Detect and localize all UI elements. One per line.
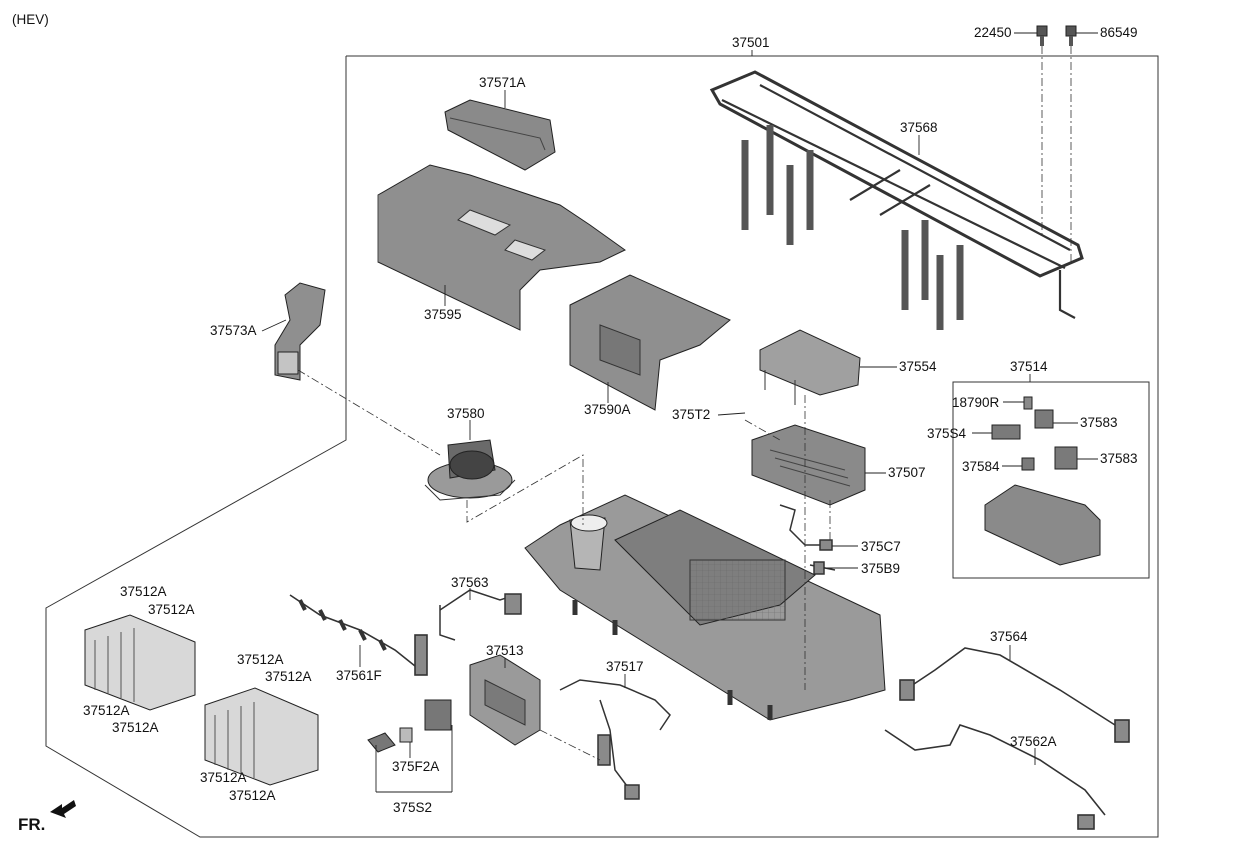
harness-37562A[interactable]	[884, 724, 1106, 830]
bolts[interactable]	[1036, 25, 1077, 46]
fuse-and-connector[interactable]	[367, 699, 452, 753]
callout-37583-upper[interactable]: 37583	[1080, 415, 1118, 430]
callout-37512A-5[interactable]: 37512A	[83, 703, 130, 718]
cooling-fan[interactable]	[424, 439, 516, 501]
callout-37595[interactable]: 37595	[424, 307, 462, 322]
leader-lines	[261, 32, 1098, 793]
battery-management-module[interactable]	[751, 424, 866, 506]
callout-37512A-2[interactable]: 37512A	[148, 602, 195, 617]
callout-37571A[interactable]: 37571A	[479, 75, 526, 90]
callout-37514[interactable]: 37514	[1010, 359, 1048, 374]
front-direction-label: FR.	[18, 815, 46, 834]
assembly-boundary	[45, 55, 1159, 838]
rear-heat-shield[interactable]	[569, 274, 731, 411]
callout-37561F[interactable]: 37561F	[336, 668, 382, 683]
callout-22450[interactable]: 22450	[974, 25, 1012, 40]
callout-375S4[interactable]: 375S4	[927, 426, 967, 441]
harness-37517[interactable]	[559, 679, 671, 800]
callout-375S2[interactable]: 375S2	[393, 800, 433, 815]
callout-18790R[interactable]: 18790R	[952, 395, 1000, 410]
callout-37512A-7[interactable]: 37512A	[200, 770, 247, 785]
callout-37584[interactable]: 37584	[962, 459, 1000, 474]
variant-label: (HEV)	[12, 12, 49, 27]
callout-37554[interactable]: 37554	[899, 359, 937, 374]
bms-cables[interactable]	[779, 504, 836, 575]
relay-parts[interactable]	[984, 396, 1101, 566]
callout-37580[interactable]: 37580	[447, 406, 485, 421]
cell-module-group-1[interactable]	[84, 614, 196, 711]
battery-tray-assembly[interactable]	[524, 494, 886, 721]
callout-375T2[interactable]: 375T2	[672, 407, 711, 422]
callout-86549[interactable]: 86549	[1100, 25, 1138, 40]
callout-37590A[interactable]: 37590A	[584, 402, 631, 417]
callout-37512A-3[interactable]: 37512A	[237, 652, 284, 667]
harness-37563[interactable]	[439, 589, 522, 641]
bms-bracket[interactable]	[759, 329, 861, 405]
front-arrow-icon	[50, 800, 76, 818]
callout-37564[interactable]: 37564	[990, 629, 1028, 644]
module-plate[interactable]	[469, 654, 541, 746]
callout-37501[interactable]: 37501	[732, 35, 770, 50]
harness-37561F[interactable]	[289, 594, 428, 676]
alignment-lines	[297, 46, 1072, 761]
callout-375F2A[interactable]: 375F2A	[392, 759, 440, 774]
relay-subassembly-box	[952, 381, 1150, 579]
callout-37573A[interactable]: 37573A	[210, 323, 257, 338]
callout-37562A[interactable]: 37562A	[1010, 734, 1057, 749]
cell-module-group-2[interactable]	[204, 687, 319, 786]
callout-375C7[interactable]: 375C7	[861, 539, 901, 554]
callout-37512A-4[interactable]: 37512A	[265, 669, 312, 684]
air-duct[interactable]	[274, 282, 326, 381]
battery-carrier-frame[interactable]	[709, 70, 1084, 330]
callout-37513[interactable]: 37513	[486, 643, 524, 658]
callout-37512A-8[interactable]: 37512A	[229, 788, 276, 803]
callout-37512A-1[interactable]: 37512A	[120, 584, 167, 599]
upper-cover-bracket[interactable]	[444, 99, 556, 171]
callout-37563[interactable]: 37563	[451, 575, 489, 590]
callout-37517[interactable]: 37517	[606, 659, 644, 674]
front-heat-shield[interactable]	[377, 164, 626, 331]
callout-375B9[interactable]: 375B9	[861, 561, 901, 576]
callout-37512A-6[interactable]: 37512A	[112, 720, 159, 735]
callout-37568[interactable]: 37568	[900, 120, 938, 135]
callout-37507[interactable]: 37507	[888, 465, 926, 480]
harness-37564[interactable]	[899, 647, 1130, 743]
callout-37583-lower[interactable]: 37583	[1100, 451, 1138, 466]
